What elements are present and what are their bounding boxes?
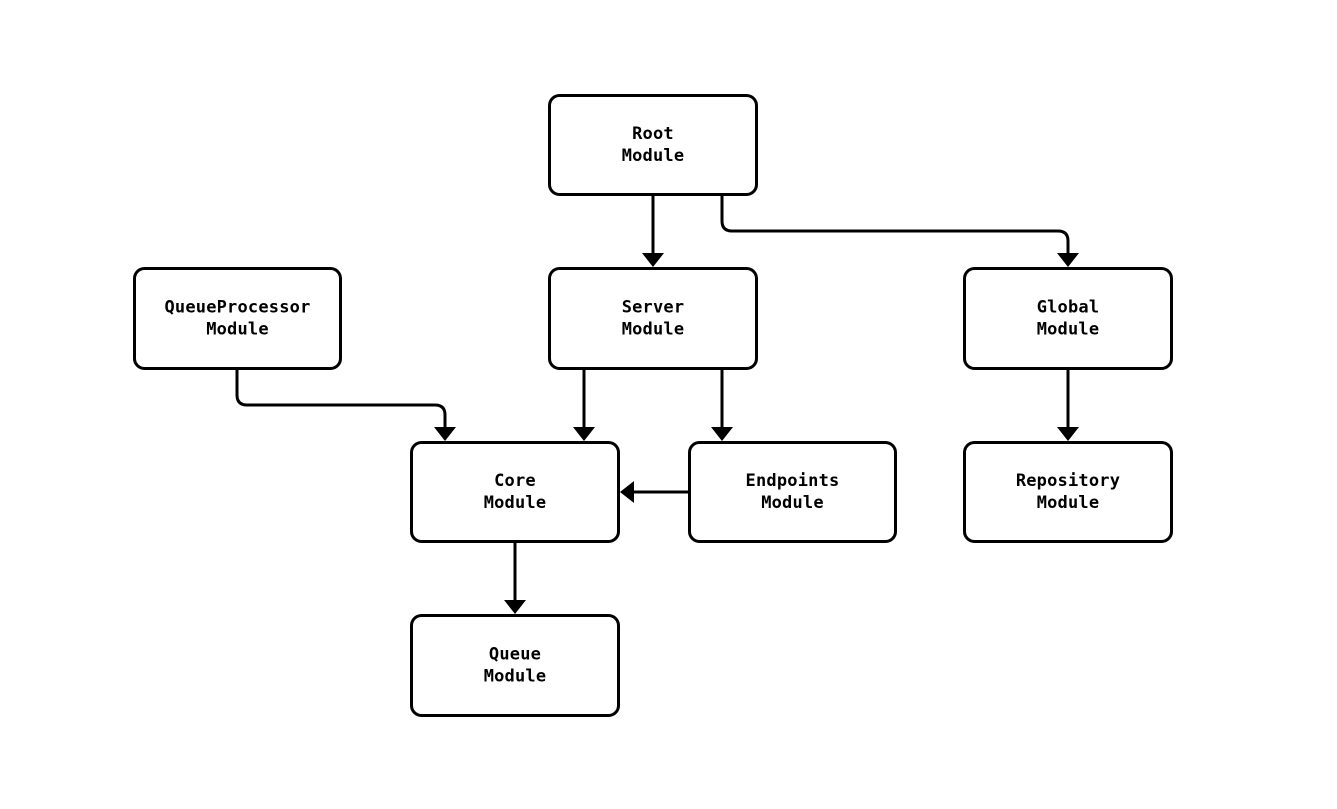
node-label-line: Module: [761, 493, 824, 513]
nodes-layer: RootModuleQueueProcessorModuleServerModu…: [133, 94, 1173, 717]
edge-server-to-endpoints: [711, 370, 733, 441]
arrowhead-icon: [642, 253, 664, 267]
node-box[interactable]: [963, 267, 1173, 370]
node-label-line: Module: [206, 320, 269, 340]
node-label-line: Core: [494, 471, 536, 491]
node-label-line: Module: [1037, 493, 1100, 513]
edge-root-to-global: [720, 196, 1079, 267]
edge-root-to-server: [642, 196, 664, 267]
edge-line: [235, 370, 447, 429]
node-label-line: Module: [484, 667, 547, 687]
edge-endpoints-to-core: [620, 481, 688, 503]
node-label-line: Server: [622, 298, 685, 318]
edge-core-to-queue: [504, 543, 526, 614]
node-box[interactable]: [688, 441, 897, 543]
node-label-line: Queue: [489, 645, 541, 665]
edge-line: [720, 196, 1070, 255]
edge-server-to-core: [573, 370, 595, 441]
node-label-line: Module: [622, 146, 685, 166]
node-box[interactable]: [410, 441, 620, 543]
node-label-line: Module: [484, 493, 547, 513]
edge-global-to-repository: [1057, 370, 1079, 441]
arrowhead-icon: [573, 427, 595, 441]
node-box[interactable]: [410, 614, 620, 717]
node-box[interactable]: [548, 94, 758, 196]
node-label-line: QueueProcessor: [164, 298, 310, 318]
arrowhead-icon: [620, 481, 634, 503]
node-label-line: Root: [632, 124, 674, 144]
edges-layer: [235, 196, 1079, 614]
node-label-line: Global: [1037, 298, 1100, 318]
node-label-line: Module: [1037, 320, 1100, 340]
node-box[interactable]: [133, 267, 342, 370]
arrowhead-icon: [504, 600, 526, 614]
node-label-line: Module: [622, 320, 685, 340]
edge-queueprocessor-to-core: [235, 370, 456, 441]
node-box[interactable]: [963, 441, 1173, 543]
arrowhead-icon: [1057, 253, 1079, 267]
arrowhead-icon: [434, 427, 456, 441]
node-box[interactable]: [548, 267, 758, 370]
arrowhead-icon: [1057, 427, 1079, 441]
node-label-line: Repository: [1016, 471, 1120, 491]
arrowhead-icon: [711, 427, 733, 441]
node-label-line: Endpoints: [746, 471, 840, 491]
